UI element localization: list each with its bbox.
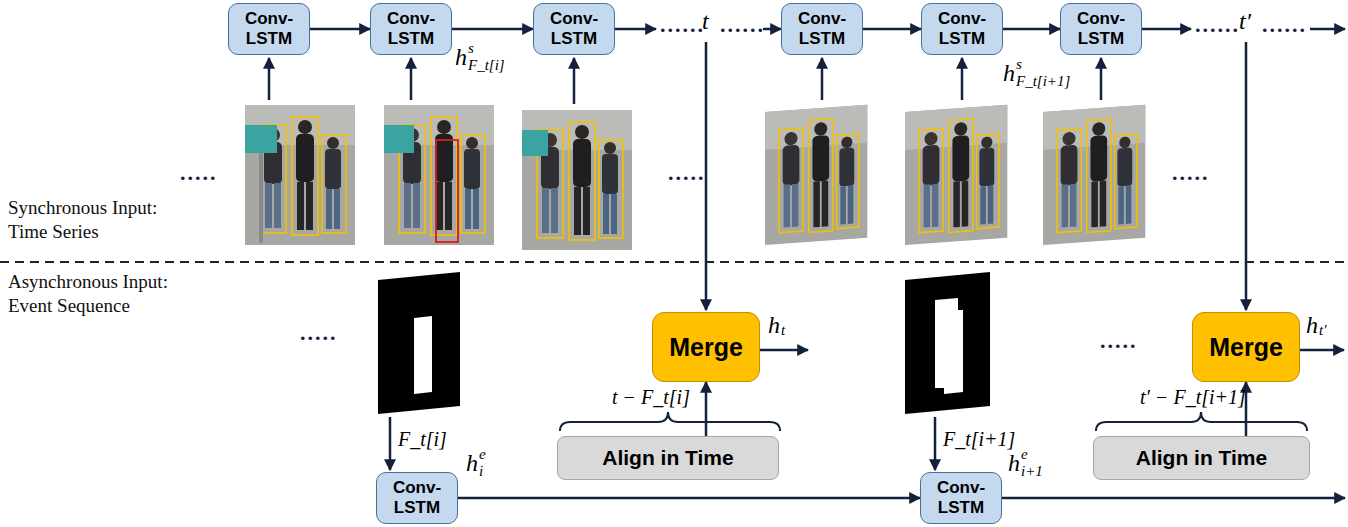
subscript: F_t[i] (468, 57, 505, 74)
hidden-state-label: hsF_t[i] (455, 40, 505, 74)
event-region (935, 298, 963, 394)
missed-detection-box (436, 140, 458, 242)
connector-arrow (1003, 28, 1060, 31)
ellipsis: ..... (180, 160, 218, 186)
state-symbol: h (466, 450, 478, 477)
road-sign (245, 125, 277, 153)
connector-arrow (310, 28, 370, 31)
node-text: Align in Time (1136, 446, 1267, 470)
convlstm-box: Conv- LSTM (781, 3, 863, 55)
row-label: Asynchronous Input: Event Sequence (8, 270, 193, 318)
ellipsis: ...... (1262, 12, 1307, 38)
convlstm-box: Conv- LSTM (920, 472, 1002, 524)
spacer (781, 313, 785, 322)
node-text: Merge (1209, 333, 1283, 362)
time-label: t (702, 8, 709, 35)
superscript: e (1021, 446, 1043, 463)
hidden-state-label: hsF_t[i+1] (1003, 56, 1070, 90)
pedestrian-photo (905, 105, 1007, 245)
convlstm-box: Conv- LSTM (1060, 3, 1142, 55)
state-symbol: h (768, 312, 780, 339)
row-label: Synchronous Input: Time Series (8, 196, 193, 244)
ellipsis: ..... (1100, 328, 1138, 354)
sign-pole (259, 153, 263, 243)
hidden-state-label: hei (466, 446, 486, 480)
script-stack: ei+1 (1021, 446, 1043, 480)
node-text: Conv- LSTM (925, 478, 997, 517)
align-box: Align in Time (557, 436, 779, 480)
merge-box: Merge (1192, 312, 1300, 382)
ellipsis: ..... (300, 320, 338, 346)
subscript: F_t[i+1] (1016, 73, 1070, 90)
event-arrows (390, 417, 1345, 498)
brace (1096, 412, 1307, 431)
hidden-state-label: ht′ (1306, 312, 1326, 339)
subscript: i (479, 463, 486, 480)
time-offset-label: t′ − F_t[i+1] (1140, 386, 1246, 409)
separator-line (0, 261, 1348, 263)
node-text: Conv- LSTM (381, 478, 453, 517)
pedestrian-photo (1043, 105, 1145, 245)
superscript: s (468, 40, 505, 57)
node-text: Conv- LSTM (926, 9, 998, 48)
hidden-state-label: ht (768, 312, 785, 339)
state-symbol: h (1008, 450, 1020, 477)
script-stack: t (781, 313, 785, 339)
input-arrows (269, 58, 1101, 104)
convlstm-box: Conv- LSTM (376, 472, 458, 524)
event-mask (378, 272, 460, 414)
pedestrian-photo (765, 105, 867, 245)
node-text: Conv- LSTM (1065, 9, 1137, 48)
frame-time-label: F_t[i] (398, 428, 447, 451)
time-label: t′ (1239, 8, 1251, 35)
node-text: Merge (669, 333, 743, 362)
ellipsis: ..... (668, 160, 706, 186)
ellipsis: ...... (1195, 12, 1240, 38)
frame-time-label: F_t[i+1] (943, 428, 1015, 451)
brace (560, 412, 780, 431)
convlstm-box: Conv- LSTM (228, 3, 310, 55)
script-stack: sF_t[i] (468, 40, 505, 74)
subscript: t (781, 322, 785, 339)
pedestrian-photo (522, 110, 632, 250)
node-text: Conv- LSTM (233, 9, 305, 48)
script-stack: t′ (1319, 313, 1326, 339)
ellipsis: ..... (1172, 160, 1210, 186)
time-tap-arrows (706, 42, 1344, 350)
node-text: Conv- LSTM (538, 9, 610, 48)
align-box: Align in Time (1093, 436, 1310, 480)
connector-arrow (458, 497, 920, 500)
node-text: Conv- LSTM (375, 9, 447, 48)
script-stack: sF_t[i+1] (1016, 56, 1070, 90)
superscript: s (1016, 56, 1070, 73)
script-stack: ei (479, 446, 486, 480)
convlstm-box: Conv- LSTM (533, 3, 615, 55)
state-symbol: h (1306, 312, 1318, 339)
node-text: Align in Time (602, 446, 733, 470)
convlstm-box: Conv- LSTM (921, 3, 1003, 55)
ellipsis: ...... (720, 12, 765, 38)
connector-arrow (863, 28, 921, 31)
subscript: i+1 (1021, 463, 1043, 480)
state-symbol: h (1003, 60, 1015, 87)
pedestrian-photo (245, 105, 355, 245)
time-offset-label: t − F_t[i] (612, 386, 690, 409)
node-text: Conv- LSTM (786, 9, 858, 48)
merge-box: Merge (652, 312, 760, 382)
hidden-state-label: hei+1 (1008, 446, 1043, 480)
spacer (1319, 313, 1326, 322)
connector-arrow (452, 28, 533, 31)
connector-arrow (705, 382, 708, 436)
subscript: t′ (1319, 322, 1326, 339)
state-symbol: h (455, 44, 467, 71)
event-region (414, 316, 432, 394)
road-sign (522, 130, 548, 156)
road-sign (384, 125, 414, 153)
convlstm-box: Conv- LSTM (370, 3, 452, 55)
event-mask (905, 272, 990, 414)
superscript: e (479, 446, 486, 463)
ellipsis: ...... (660, 12, 705, 38)
pedestrian-photo (384, 105, 494, 245)
